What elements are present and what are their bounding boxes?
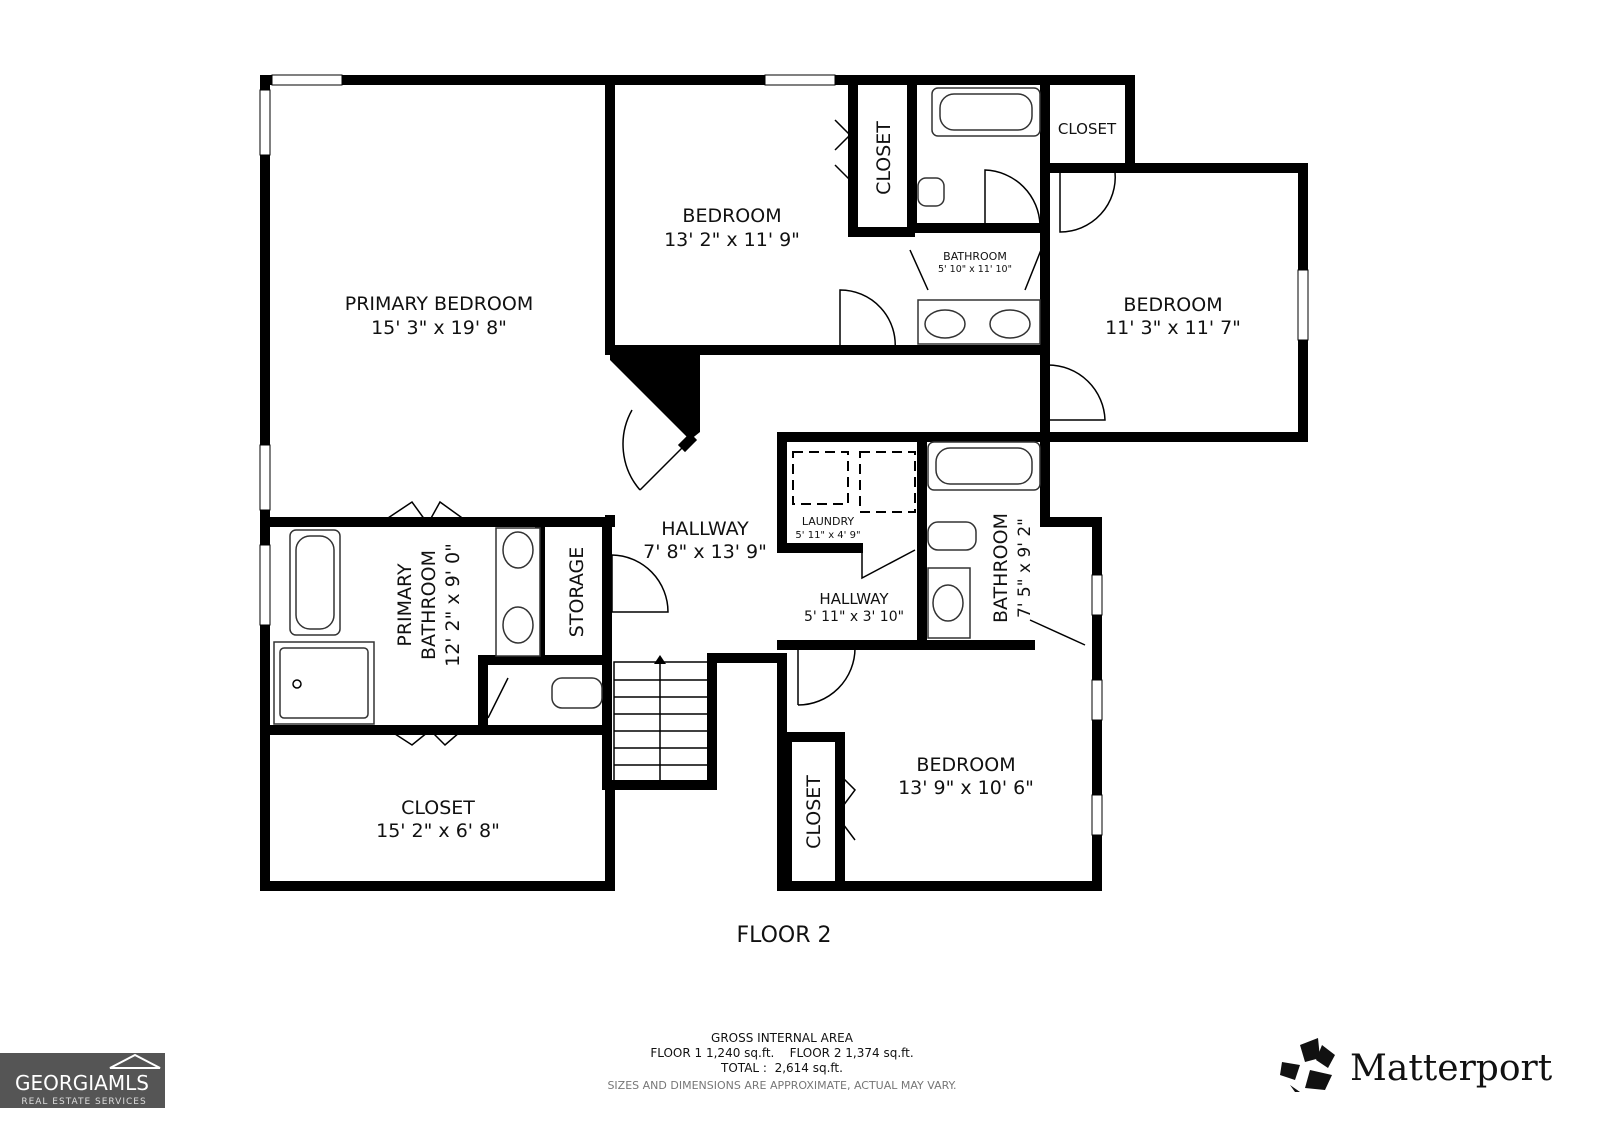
room-name: HALLWAY [661,518,749,540]
room-dims: 13' 2" x 11' 9" [664,229,800,251]
svg-text:REAL ESTATE SERVICES: REAL ESTATE SERVICES [21,1097,146,1107]
room-name: CLOSET [401,797,475,819]
room-dims: 13' 9" x 10' 6" [898,777,1034,799]
room-name: BEDROOM [682,205,781,227]
room-name: BATHROOM [418,550,440,660]
room-name: LAUNDRY [802,515,855,528]
room-dims: 15' 3" x 19' 8" [371,317,507,339]
room-dims: 5' 11" x 3' 10" [804,609,904,625]
area-floors: FLOOR 1 1,240 sq.ft. FLOOR 2 1,374 sq.ft… [650,1046,913,1060]
room-dims: 7' 8" x 13' 9" [643,541,767,563]
svg-text:GEORGIAMLS: GEORGIAMLS [15,1071,149,1095]
area-summary: GROSS INTERNAL AREA FLOOR 1 1,240 sq.ft.… [607,1031,956,1092]
georgia-mls-logo: GEORGIAMLS REAL ESTATE SERVICES [0,1053,165,1108]
room-dims: 12' 2" x 9' 0" [442,543,464,667]
room-name: PRIMARY BEDROOM [345,293,533,315]
room-name: CLOSET [1058,120,1117,138]
windows [259,74,1309,836]
room-name: STORAGE [566,547,588,637]
room-name: PRIMARY [394,563,416,647]
room-dims: 7' 5" x 9' 2" [1015,518,1035,618]
room-dims: 5' 11" x 4' 9" [795,530,860,541]
stairs [613,655,709,785]
disclaimer: SIZES AND DIMENSIONS ARE APPROXIMATE, AC… [607,1079,956,1092]
walls [260,75,1308,891]
room-name: HALLWAY [819,590,889,608]
matterport-logo: Matterport [1280,1038,1553,1092]
room-name: BATHROOM [943,250,1007,263]
area-total: TOTAL : 2,614 sq.ft. [720,1061,843,1075]
doors [384,119,1116,841]
room-dims: 11' 3" x 11' 7" [1105,317,1241,339]
room-name: BEDROOM [916,754,1015,776]
svg-text:Matterport: Matterport [1350,1048,1553,1089]
room-name: BATHROOM [990,513,1012,623]
room-dims: 5' 10" x 11' 10" [938,264,1012,275]
stair-arrow-icon [654,655,666,664]
matterport-mark-icon [1280,1038,1335,1092]
room-name: CLOSET [803,775,825,849]
room-dims: 15' 2" x 6' 8" [376,820,500,842]
room-name: BEDROOM [1123,294,1222,316]
room-name: CLOSET [873,121,895,195]
area-heading: GROSS INTERNAL AREA [711,1031,854,1045]
floor-title: FLOOR 2 [736,923,831,948]
room-labels: PRIMARY BEDROOM 15' 3" x 19' 8" BEDROOM … [345,120,1241,849]
fixtures [273,87,1041,785]
